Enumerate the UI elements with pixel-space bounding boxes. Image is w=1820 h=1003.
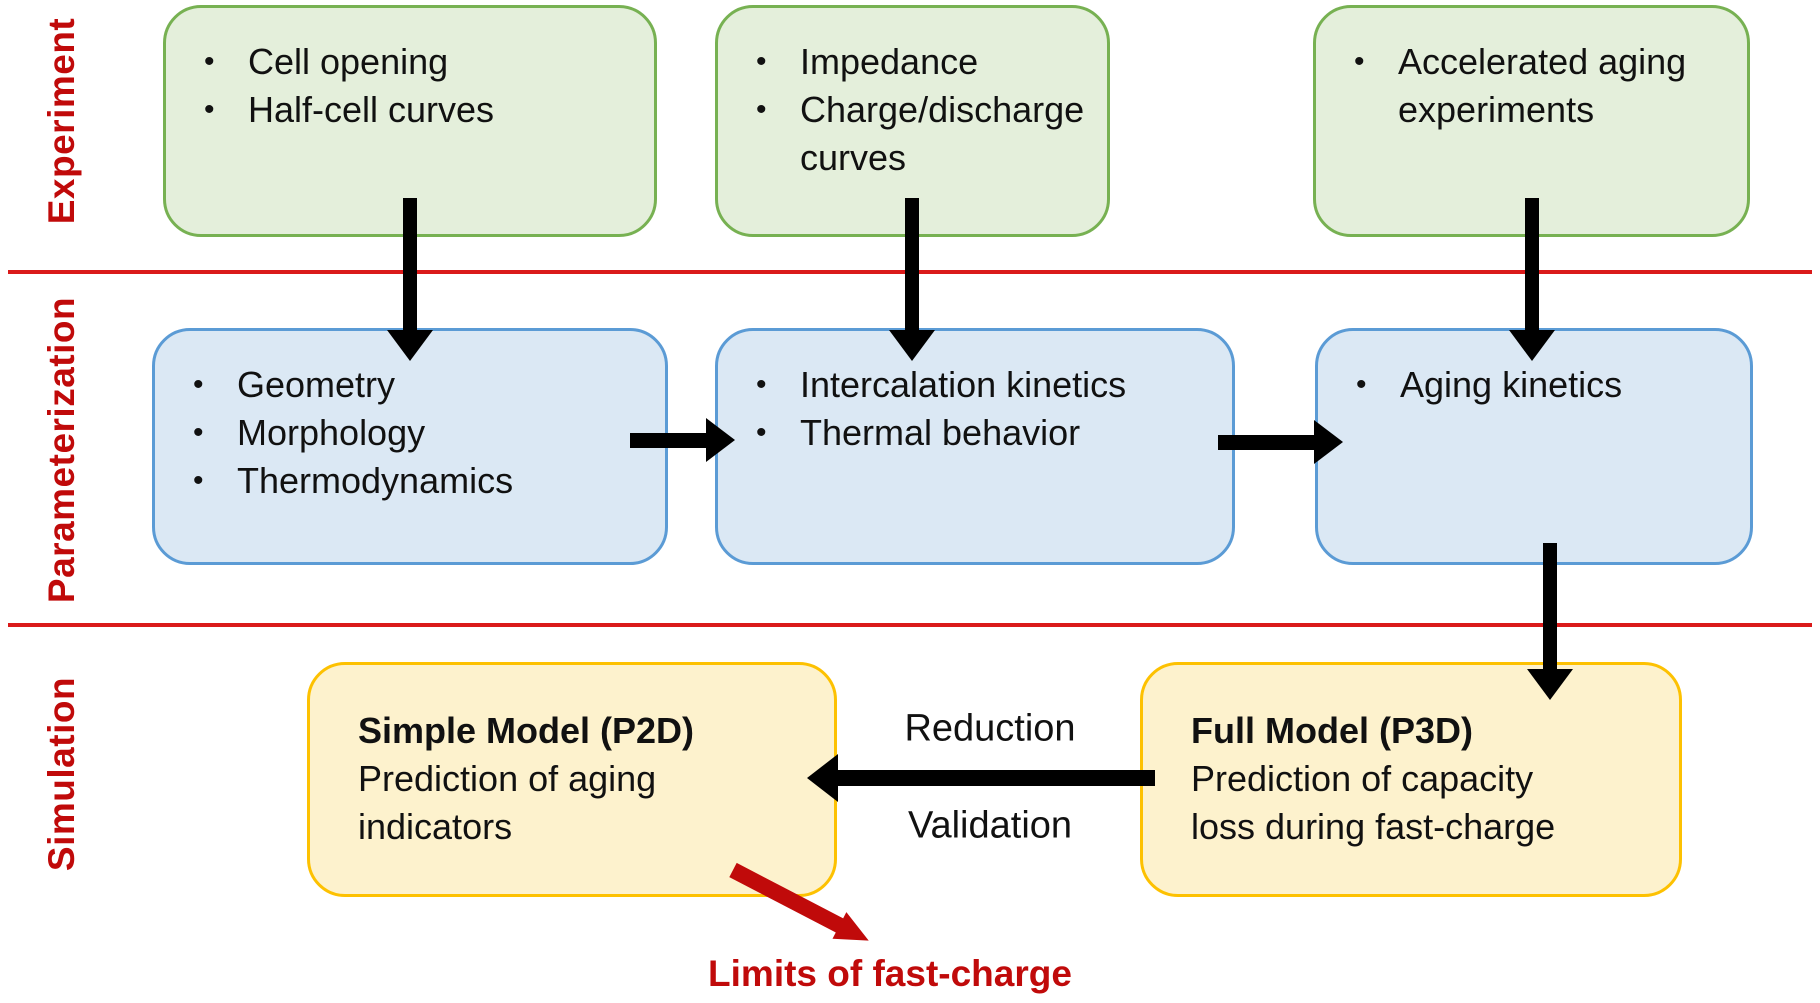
list-item-text: Aging kinetics xyxy=(1400,364,1623,405)
bullet-icon: • xyxy=(1356,368,1367,401)
row-label-simulation: Simulation xyxy=(41,676,82,872)
arrow-shaft xyxy=(630,433,708,448)
arrow-head-down-icon xyxy=(889,330,935,361)
arrow-head-down-icon xyxy=(1527,669,1573,700)
bullet-icon: • xyxy=(193,416,204,449)
bullet-icon: • xyxy=(756,416,767,449)
row-label-parameterization: Parameterization xyxy=(41,296,82,604)
arrow-head-left-icon xyxy=(807,754,838,802)
arrow-head-down-icon xyxy=(387,330,433,361)
list-item: • Cell opening xyxy=(204,38,636,86)
bullet-icon: • xyxy=(756,368,767,401)
parameterization-box-kinetics: • Intercalation kinetics • Thermal behav… xyxy=(715,328,1235,565)
model-description: Prediction of capacity loss during fast-… xyxy=(1191,758,1556,847)
list-item-text: Thermodynamics xyxy=(237,460,514,501)
list-item-text: Impedance xyxy=(800,41,979,82)
parameterization-box-aging-kinetics: • Aging kinetics xyxy=(1315,328,1753,565)
bullet-icon: • xyxy=(756,45,767,78)
list-item-text: Intercalation kinetics xyxy=(800,364,1127,405)
arrow-shaft xyxy=(1218,435,1316,450)
list-item-text: Geometry xyxy=(237,364,396,405)
reduction-label: Reduction xyxy=(904,707,1076,750)
list-item-text: Accelerated aging experiments xyxy=(1398,41,1687,130)
model-description: Prediction of aging indicators xyxy=(358,758,657,847)
list-item: • Half-cell curves xyxy=(204,86,636,134)
list-item-text: Cell opening xyxy=(248,41,449,82)
bullet-icon: • xyxy=(204,45,215,78)
list-item: • Impedance xyxy=(756,38,1089,86)
bullet-list: • Impedance • Charge/discharge curves xyxy=(718,8,1107,182)
list-item: • Thermal behavior xyxy=(756,409,1214,457)
model-title: Full Model (P3D) xyxy=(1191,710,1473,751)
model-text: Simple Model (P2D) Prediction of aging i… xyxy=(310,665,834,851)
arrow-shaft xyxy=(403,198,417,332)
list-item-text: Half-cell curves xyxy=(248,89,495,130)
arrow-head-down-icon xyxy=(1509,330,1555,361)
arrow-shaft xyxy=(836,770,1155,786)
validation-label: Validation xyxy=(907,804,1073,847)
list-item-text: Thermal behavior xyxy=(800,412,1081,453)
divider-line-parameterization-simulation xyxy=(8,623,1812,627)
bullet-list: • Accelerated aging experiments xyxy=(1316,8,1747,134)
model-text: Full Model (P3D) Prediction of capacity … xyxy=(1143,665,1679,851)
bullet-list: • Cell opening • Half-cell curves xyxy=(166,8,654,134)
arrow-head-right-icon xyxy=(1314,420,1343,464)
simulation-box-full-model: Full Model (P3D) Prediction of capacity … xyxy=(1140,662,1682,897)
list-item: • Thermodynamics xyxy=(193,457,647,505)
list-item: • Accelerated aging experiments xyxy=(1354,38,1729,134)
bullet-icon: • xyxy=(1354,45,1365,78)
arrow-shaft xyxy=(1525,198,1539,332)
bullet-icon: • xyxy=(193,464,204,497)
bullet-icon: • xyxy=(204,93,215,126)
list-item: • Intercalation kinetics xyxy=(756,361,1214,409)
arrow-shaft xyxy=(905,198,919,332)
model-title: Simple Model (P2D) xyxy=(358,710,695,751)
bullet-icon: • xyxy=(193,368,204,401)
bullet-list: • Geometry • Morphology • Thermodynamics xyxy=(155,331,665,505)
row-label-experiment: Experiment xyxy=(41,17,82,225)
limits-of-fast-charge-label: Limits of fast-charge xyxy=(708,953,1072,994)
list-item-text: Charge/discharge curves xyxy=(800,89,1085,178)
bullet-list: • Aging kinetics xyxy=(1318,331,1750,409)
arrow-head-right-icon xyxy=(706,418,735,462)
bullet-list: • Intercalation kinetics • Thermal behav… xyxy=(718,331,1232,457)
list-item: • Geometry xyxy=(193,361,647,409)
parameterization-box-geometry: • Geometry • Morphology • Thermodynamics xyxy=(152,328,668,565)
list-item: • Morphology xyxy=(193,409,647,457)
list-item: • Charge/discharge curves xyxy=(756,86,1089,182)
list-item: • Aging kinetics xyxy=(1356,361,1732,409)
simulation-box-simple-model: Simple Model (P2D) Prediction of aging i… xyxy=(307,662,837,897)
bullet-icon: • xyxy=(756,93,767,126)
list-item-text: Morphology xyxy=(237,412,426,453)
arrow-shaft xyxy=(1543,543,1557,671)
